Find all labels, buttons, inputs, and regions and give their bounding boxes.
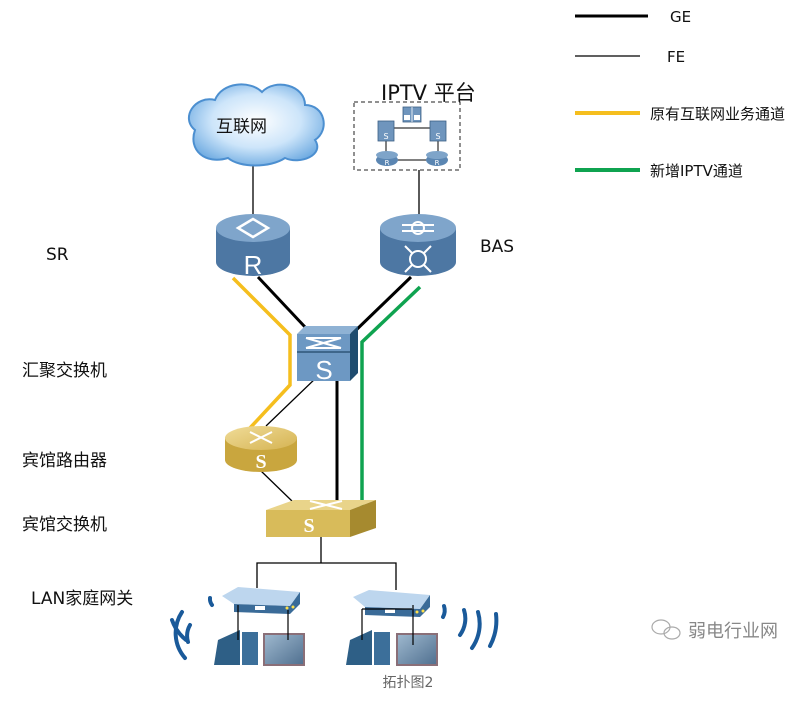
- aggregation-switch-label: 汇聚交换机: [22, 361, 107, 381]
- hotel-router[interactable]: S 宾馆路由器: [22, 426, 297, 473]
- yellow-path-link: [231, 276, 292, 430]
- svg-text:S: S: [435, 132, 440, 141]
- pc-monitor-icon: [214, 630, 305, 666]
- gateway-front: [365, 595, 430, 617]
- cloud-icon: [188, 83, 325, 167]
- legend-item-new-iptv: 新增IPTV通道: [575, 162, 743, 180]
- svg-text:R: R: [435, 159, 440, 167]
- watermark-text: 弱电行业网: [688, 621, 778, 642]
- legend-label: GE: [670, 8, 691, 26]
- legend-label: 原有互联网业务通道: [650, 105, 785, 123]
- svg-text:S: S: [315, 355, 332, 385]
- hotel-switch-top: [266, 500, 376, 510]
- svg-text:R: R: [244, 250, 263, 280]
- legend-label: 新增IPTV通道: [650, 162, 743, 180]
- svg-text:R: R: [385, 159, 390, 167]
- gateway-port: [255, 606, 265, 610]
- lan-gateway-right[interactable]: [346, 590, 499, 666]
- gateway-port: [385, 609, 395, 613]
- router-top: [216, 214, 290, 242]
- svg-text:S: S: [303, 515, 314, 537]
- links: [231, 160, 422, 590]
- ge-link-bas-agg: [350, 275, 413, 336]
- switch-side: [350, 326, 358, 381]
- platform-router-icon: R: [376, 151, 398, 167]
- iptv-platform[interactable]: IPTV 平台 S S R R: [353, 81, 476, 171]
- svg-text:S: S: [255, 451, 266, 473]
- figure-caption: 拓扑图2: [383, 675, 434, 691]
- gateway-led: [421, 609, 425, 613]
- sr-router[interactable]: R SR: [46, 214, 290, 280]
- bas-label: BAS: [480, 237, 514, 257]
- platform-router-icon: R: [426, 151, 448, 167]
- legend-item-ge: GE: [575, 8, 691, 26]
- gateway-led: [291, 605, 295, 609]
- lan-gateway-left[interactable]: [170, 587, 305, 666]
- bas-device[interactable]: BAS: [380, 214, 514, 276]
- hotel-router-arrows-icon: [249, 431, 273, 444]
- hotel-switch-side: [350, 500, 376, 537]
- aggregation-switch[interactable]: S 汇聚交换机: [22, 326, 358, 385]
- watermark: 弱电行业网: [651, 619, 778, 642]
- gateway-front: [234, 592, 300, 614]
- wechat-icon: [651, 619, 681, 640]
- fe-link-router-switch: [259, 469, 294, 503]
- hotel-switch-arrows-icon: [309, 500, 343, 510]
- pc-monitor-icon: [346, 630, 438, 666]
- switch-top: [297, 326, 358, 334]
- gateway-top: [222, 587, 300, 606]
- fe-link-gateway-split: [256, 562, 397, 590]
- gateway-top: [353, 590, 430, 609]
- hotel-switch[interactable]: S 宾馆交换机: [22, 500, 376, 537]
- wifi-waves-icon: [441, 604, 499, 650]
- legend-label: FE: [667, 48, 685, 66]
- switch-front: [297, 334, 350, 381]
- legend-item-fe: FE: [575, 48, 685, 66]
- ge-link-sr-agg: [256, 275, 307, 329]
- switch-arrows-icon: [305, 337, 342, 349]
- green-path-link: [360, 285, 422, 508]
- hotel-switch-label: 宾馆交换机: [22, 515, 107, 535]
- lan-gateway-label: LAN家庭网关: [31, 589, 133, 609]
- hotel-router-label: 宾馆路由器: [22, 451, 107, 471]
- fe-link-agg-hotel-router: [265, 375, 319, 427]
- bas-symbol-icon: [402, 221, 434, 273]
- wifi-waves-icon: [170, 596, 214, 660]
- iptv-platform-label: IPTV 平台: [381, 81, 476, 105]
- iptv-platform-boundary: [353, 101, 461, 171]
- server-icon: [402, 106, 422, 123]
- sr-label: SR: [46, 245, 69, 265]
- bas-top: [380, 214, 456, 242]
- platform-switch-icon: S: [377, 120, 395, 142]
- gateway-led: [415, 610, 419, 614]
- internet-cloud[interactable]: 互联网: [188, 83, 325, 167]
- platform-switch-icon: S: [429, 120, 447, 142]
- hotel-switch-front: [266, 510, 350, 537]
- legend-item-original-internet: 原有互联网业务通道: [575, 105, 785, 123]
- internet-label: 互联网: [216, 117, 267, 137]
- gateway-led: [285, 606, 289, 610]
- router-diamond-icon: [235, 217, 271, 239]
- legend: GE FE 原有互联网业务通道 新增IPTV通道: [575, 8, 785, 180]
- svg-text:S: S: [383, 132, 388, 141]
